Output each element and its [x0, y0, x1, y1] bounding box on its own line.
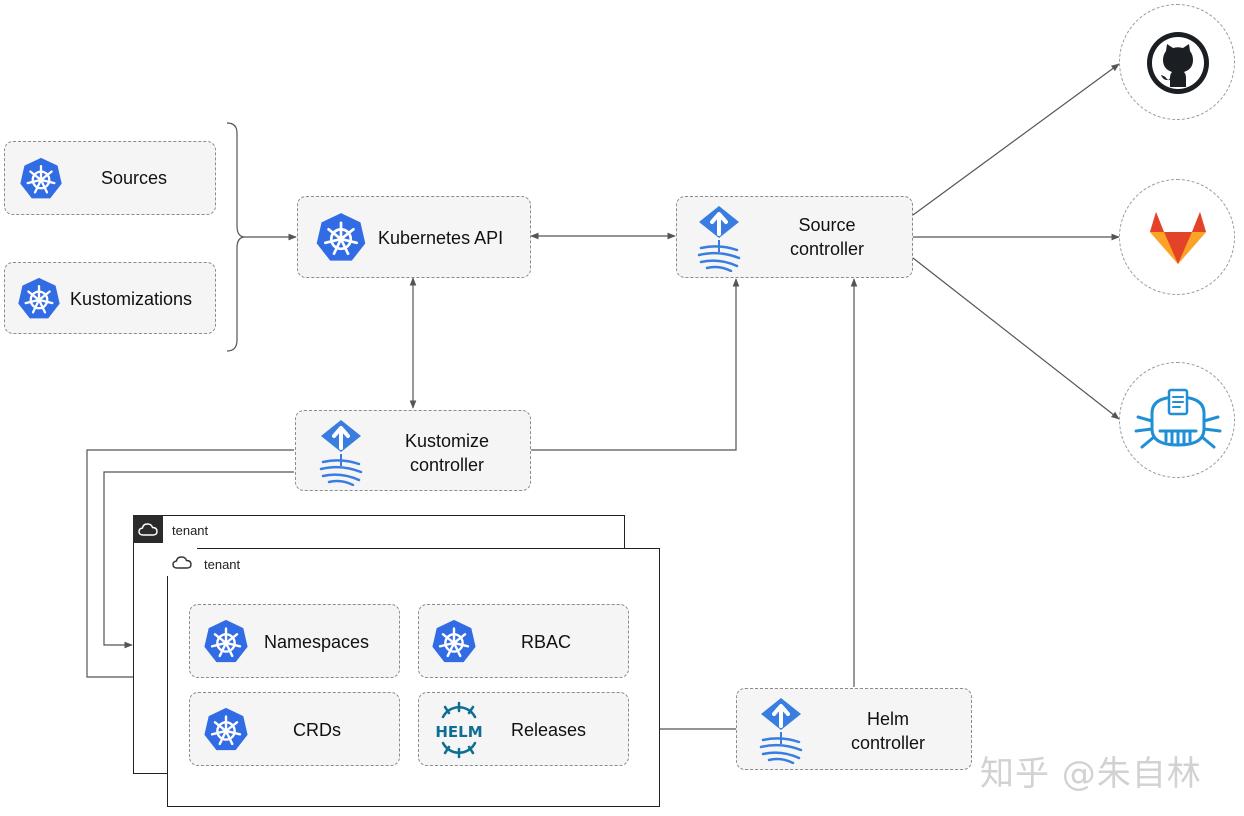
kubernetes-helm-wheel-icon [204, 707, 248, 751]
kubernetes-helm-wheel-icon [204, 619, 248, 663]
source-controller-node: Source controller [676, 196, 913, 278]
kustomize-controller-label-line2: controller [409, 455, 485, 475]
flux-controller-icon [319, 420, 363, 486]
source-controller-label-line2: controller [789, 239, 865, 259]
namespaces-node: Namespaces [189, 604, 400, 678]
helm-logo-text: HELM [435, 723, 482, 741]
crds-label: CRDs [293, 720, 341, 740]
flux-controller-icon [759, 698, 803, 764]
kubernetes-api-node: Kubernetes API [297, 196, 531, 278]
rbac-label: RBAC [521, 632, 572, 652]
watermark: 知乎 @朱自林 [980, 754, 1202, 794]
helm-controller-node: Helm controller [736, 688, 972, 770]
kustomizations-label: Kustomizations [70, 289, 193, 309]
kubernetes-helm-wheel-icon [316, 213, 366, 261]
gitlab-icon [1150, 212, 1206, 264]
kustomize-controller-node: Kustomize controller [295, 410, 531, 491]
source-controller-label-line1: Source [798, 215, 856, 235]
kubernetes-helm-wheel-icon [20, 157, 62, 199]
tenant-tag [167, 548, 197, 576]
tenant-label: tenant [204, 557, 241, 572]
sources-node: Sources [4, 141, 216, 215]
bucket-icon [1134, 388, 1222, 449]
rbac-node: RBAC [418, 604, 629, 678]
sources-label: Sources [101, 168, 168, 188]
kubernetes-helm-wheel-icon [18, 277, 60, 319]
kubernetes-api-label: Kubernetes API [378, 228, 504, 248]
brace [226, 122, 246, 352]
cloud-icon [138, 523, 158, 536]
kustomizations-node: Kustomizations [4, 262, 216, 334]
releases-node: HELM Releases [418, 692, 629, 766]
helm-logo-icon: HELM [435, 701, 483, 759]
kustomize-controller-label-line1: Kustomize [404, 431, 490, 451]
kubernetes-helm-wheel-icon [432, 619, 476, 663]
cloud-icon [172, 556, 192, 569]
helm-controller-label-line2: controller [850, 733, 926, 753]
namespaces-label: Namespaces [264, 632, 370, 652]
tenant-label: tenant [172, 523, 209, 538]
crds-node: CRDs [189, 692, 400, 766]
releases-label: Releases [511, 720, 587, 740]
github-icon [1147, 32, 1209, 94]
flux-controller-icon [697, 206, 741, 272]
gitlab-source [1119, 179, 1235, 295]
tenant-tag [133, 515, 163, 543]
helm-controller-label-line1: Helm [866, 709, 909, 729]
bucket-source [1119, 362, 1235, 478]
github-source [1119, 4, 1235, 120]
